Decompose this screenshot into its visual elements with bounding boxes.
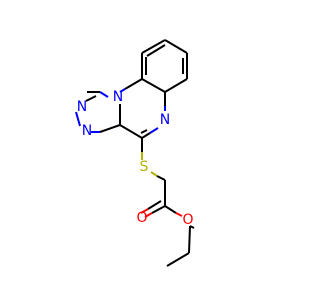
bond-ch-to-n-double [85, 95, 97, 102]
bond-ethyl-1 [188, 225, 191, 254]
bond-ethyl-2 [166, 252, 190, 267]
side-chain [140, 138, 195, 267]
atom-labels: N N N N S O O [77, 89, 194, 228]
bond-carbonyl-o-part-2 [140, 208, 149, 214]
bond-benzene-1 [164, 39, 188, 54]
bond-benzene-3 [164, 78, 188, 93]
benzene-ring [141, 39, 188, 93]
bond-carbonyl-o-part-1 [144, 212, 153, 218]
atom-n-pyrazine: N [160, 112, 170, 128]
bond-n-pyrazine-to-c [149, 127, 159, 134]
bond-pyrazine-c4 [141, 132, 151, 139]
atom-sulfur: S [140, 159, 149, 175]
bond-ester-o-part [175, 212, 183, 217]
bond-s-part-2 [150, 171, 158, 177]
bond-benzene-6-inner [146, 44, 166, 57]
triazole-ring [75, 91, 121, 133]
bond-benzene-4 [141, 78, 166, 93]
bond-carbonyl-to-ester-o [164, 205, 177, 214]
atom-n-triazole-left: N [82, 123, 92, 139]
bond-n-fused-to-ch [99, 91, 109, 98]
bond-c-to-n-fused [124, 78, 143, 90]
atom-o-carbonyl: O [136, 210, 147, 226]
atom-n-fused: N [113, 89, 123, 105]
bond-c4-to-c3a [119, 124, 143, 139]
background [0, 0, 300, 300]
pyrazine-ring [119, 78, 166, 139]
structure-canvas: N N N N S O O [0, 0, 300, 300]
bond-benzene-6 [141, 39, 166, 54]
bond-pyrazine-c4-inner [140, 129, 148, 134]
molecule-diagram: N N N N S O O [0, 0, 300, 300]
atom-o-ester: O [182, 212, 193, 228]
bond-s-to-ch2 [156, 175, 166, 181]
bond-carbonyl-double [147, 200, 162, 210]
bond-n-fused-part [119, 88, 126, 93]
bond-n-n [75, 111, 81, 127]
bond-c3a-link [99, 124, 121, 133]
atom-n-triazole-top: N [77, 99, 87, 115]
bond-carbonyl-to-o-left [151, 205, 166, 214]
